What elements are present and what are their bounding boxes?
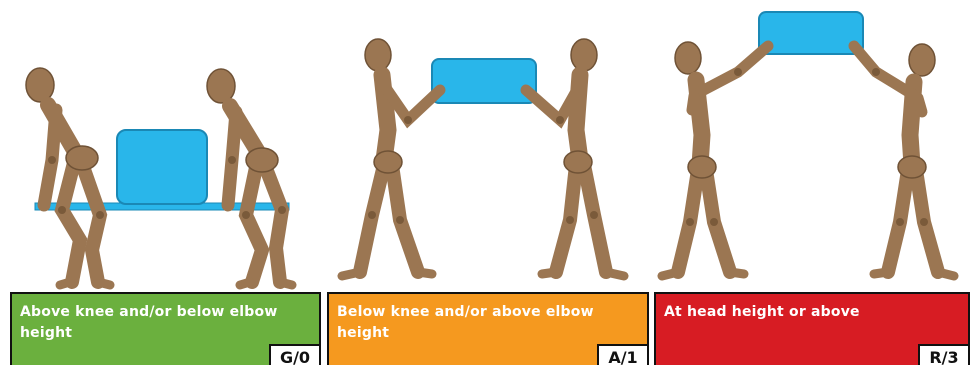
stretcher-carry-scene	[26, 68, 292, 285]
mannequin-figure	[662, 42, 768, 276]
panel-text: At head height or above	[664, 302, 960, 323]
mannequin-figure	[26, 68, 110, 285]
lifted-box	[759, 12, 863, 54]
mannequin-figure	[854, 44, 954, 276]
risk-panel-amber: Below knee and/or above elbow height A/1	[327, 292, 649, 365]
mannequin-figure	[526, 39, 624, 276]
lifted-box	[432, 59, 536, 103]
carried-box	[117, 130, 207, 204]
risk-panel-red: At head height or above R/3	[654, 292, 970, 365]
mannequin-figure	[342, 39, 440, 276]
above-head-lift-scene	[662, 12, 954, 276]
illustration-scene: .limb { stroke: #9b7652; stroke-linecap:…	[0, 0, 971, 292]
risk-code-badge: A/1	[597, 344, 647, 365]
mannequin-figure	[207, 69, 292, 285]
risk-panel-green: Above knee and/or below elbow height G/0	[10, 292, 321, 365]
risk-code-badge: R/3	[918, 344, 968, 365]
chest-height-lift-scene	[342, 39, 624, 276]
risk-code-badge: G/0	[269, 344, 319, 365]
panel-text: Below knee and/or above elbow height	[337, 302, 639, 344]
panel-text: Above knee and/or below elbow height	[20, 302, 311, 344]
